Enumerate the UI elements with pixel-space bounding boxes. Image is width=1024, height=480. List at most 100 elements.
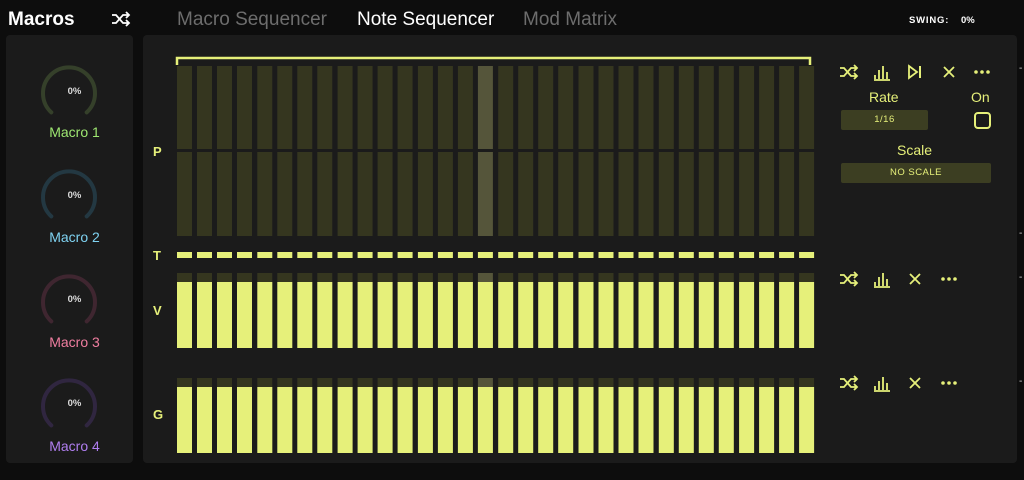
pitch-step[interactable] — [618, 66, 634, 149]
gate-step[interactable] — [437, 387, 453, 453]
pitch-step[interactable] — [217, 66, 232, 149]
pitch-step[interactable] — [799, 66, 815, 149]
pitch-step[interactable] — [678, 66, 694, 149]
trigger-step[interactable] — [297, 252, 313, 258]
trigger-step[interactable] — [417, 252, 433, 258]
velocity-step[interactable] — [598, 282, 614, 348]
macro-knob-4[interactable]: 0% Macro 4 — [6, 377, 133, 477]
velocity-step[interactable] — [718, 282, 734, 348]
swing-value[interactable]: 0% — [961, 15, 975, 26]
pitch-step[interactable] — [337, 152, 353, 236]
pitch-step[interactable] — [759, 152, 775, 236]
pitch-step[interactable] — [598, 66, 614, 149]
macro-knob-3[interactable]: 0% Macro 3 — [6, 273, 133, 373]
pitch-step[interactable] — [578, 152, 594, 236]
trigger-step[interactable] — [578, 252, 594, 258]
pitch-step[interactable] — [437, 66, 453, 149]
gate-step[interactable] — [558, 387, 574, 453]
pitch-step[interactable] — [558, 152, 574, 236]
trigger-step[interactable] — [739, 252, 755, 258]
gate-step[interactable] — [237, 387, 252, 453]
velocity-step[interactable] — [437, 282, 453, 348]
pitch-step[interactable] — [538, 66, 554, 149]
trigger-step[interactable] — [678, 252, 694, 258]
trigger-step[interactable] — [618, 252, 634, 258]
trigger-step[interactable] — [718, 252, 734, 258]
velocity-step[interactable] — [658, 282, 674, 348]
gate-step[interactable] — [177, 387, 192, 453]
pitch-step[interactable] — [237, 152, 252, 236]
gate-step[interactable] — [718, 387, 734, 453]
trigger-step[interactable] — [598, 252, 614, 258]
velocity-step[interactable] — [538, 282, 554, 348]
loop-range-bracket[interactable] — [174, 55, 814, 67]
gate-step[interactable] — [578, 387, 594, 453]
pitch-step[interactable] — [698, 66, 714, 149]
velocity-step[interactable] — [518, 282, 534, 348]
trigger-step[interactable] — [397, 252, 413, 258]
velocity-step[interactable] — [197, 282, 212, 348]
gate-step[interactable] — [698, 387, 714, 453]
gate-step[interactable] — [799, 387, 815, 453]
more-icon[interactable] — [939, 270, 959, 288]
pitch-step[interactable] — [317, 152, 333, 236]
velocity-step[interactable] — [257, 282, 273, 348]
scale-select[interactable]: NO SCALE — [841, 163, 991, 183]
trigger-step[interactable] — [357, 252, 373, 258]
pitch-step[interactable] — [779, 66, 795, 149]
velocity-step[interactable] — [759, 282, 775, 348]
pitch-step[interactable] — [397, 152, 413, 236]
gate-step[interactable] — [518, 387, 534, 453]
pitch-step[interactable] — [197, 152, 212, 236]
gate-step[interactable] — [457, 387, 473, 453]
pitch-step[interactable] — [257, 152, 273, 236]
gate-step[interactable] — [297, 387, 313, 453]
pitch-step[interactable] — [337, 66, 353, 149]
pitch-step[interactable] — [377, 152, 393, 236]
velocity-step[interactable] — [397, 282, 413, 348]
pitch-step[interactable] — [457, 152, 473, 236]
gate-step[interactable] — [739, 387, 755, 453]
tab-macro-sequencer[interactable]: Macro Sequencer — [177, 9, 327, 30]
velocity-step[interactable] — [779, 282, 795, 348]
velocity-step[interactable] — [457, 282, 473, 348]
shuffle-icon[interactable] — [111, 11, 131, 27]
pitch-step[interactable] — [377, 66, 393, 149]
gate-step[interactable] — [759, 387, 775, 453]
bars-icon[interactable] — [872, 374, 892, 392]
pitch-step[interactable] — [177, 152, 192, 236]
pitch-step[interactable] — [598, 152, 614, 236]
pitch-step[interactable] — [477, 66, 493, 149]
trigger-step[interactable] — [437, 252, 453, 258]
gate-step[interactable] — [217, 387, 232, 453]
pitch-step[interactable] — [357, 66, 373, 149]
close-icon[interactable] — [939, 63, 959, 81]
velocity-step[interactable] — [317, 282, 333, 348]
trigger-step[interactable] — [257, 252, 273, 258]
shuffle-icon[interactable] — [839, 270, 859, 288]
skip-end-icon[interactable] — [905, 63, 925, 81]
trigger-step[interactable] — [197, 252, 212, 258]
pitch-step[interactable] — [518, 66, 534, 149]
velocity-step[interactable] — [237, 282, 252, 348]
more-icon[interactable] — [972, 63, 992, 81]
velocity-step[interactable] — [297, 282, 313, 348]
pitch-step[interactable] — [678, 152, 694, 236]
pitch-step[interactable] — [297, 66, 313, 149]
trigger-step[interactable] — [217, 252, 232, 258]
velocity-step[interactable] — [618, 282, 634, 348]
pitch-step[interactable] — [417, 66, 433, 149]
tab-note-sequencer[interactable]: Note Sequencer — [357, 9, 495, 30]
pitch-step[interactable] — [638, 66, 654, 149]
pitch-step[interactable] — [417, 152, 433, 236]
velocity-step[interactable] — [739, 282, 755, 348]
gate-step[interactable] — [678, 387, 694, 453]
pitch-step[interactable] — [277, 66, 293, 149]
pitch-step[interactable] — [698, 152, 714, 236]
velocity-step[interactable] — [377, 282, 393, 348]
pitch-step[interactable] — [498, 152, 514, 236]
trigger-step[interactable] — [237, 252, 252, 258]
rate-select[interactable]: 1/16 — [841, 110, 928, 130]
velocity-step[interactable] — [337, 282, 353, 348]
velocity-step[interactable] — [698, 282, 714, 348]
